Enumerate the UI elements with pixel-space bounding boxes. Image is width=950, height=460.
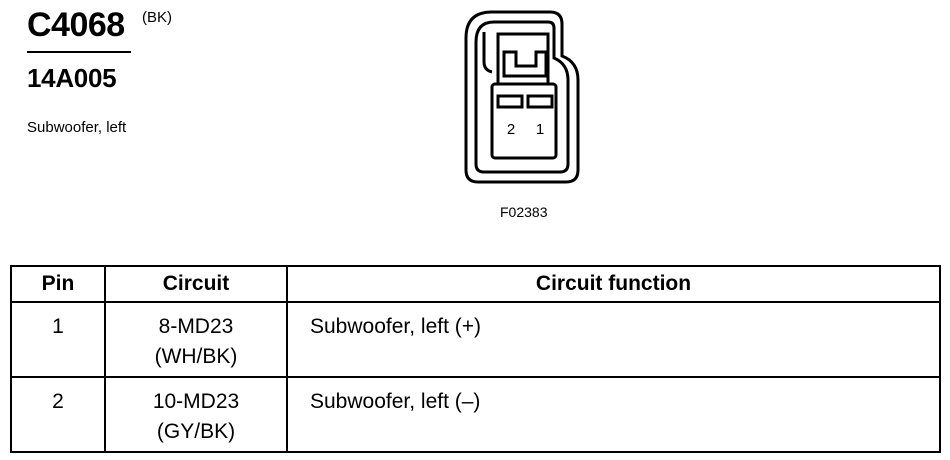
pin-cavity-body <box>490 82 558 160</box>
pin-1-label: 1 <box>536 121 544 138</box>
circuit-number: 8-MD23 <box>158 315 234 338</box>
pin-2-label: 2 <box>507 121 515 138</box>
pin-2-terminal <box>496 94 524 109</box>
circuit-function: Subwoofer, left (–) <box>286 376 941 453</box>
column-header-pin: Pin <box>10 265 106 303</box>
column-header-function: Circuit function <box>286 265 941 303</box>
latch <box>502 50 548 78</box>
column-header-circuit: Circuit <box>104 265 288 303</box>
pin-number: 2 <box>10 376 106 453</box>
connector-housing-outer <box>464 10 580 184</box>
connector-color: (BK) <box>142 9 172 26</box>
pin-table: Pin Circuit Circuit function 1 8-MD23 (W… <box>10 265 941 453</box>
circuit-cell: 8-MD23 (WH/BK) <box>104 301 288 378</box>
figure-id: F02383 <box>500 204 548 220</box>
circuit-function: Subwoofer, left (+) <box>286 301 941 378</box>
part-number: 14A005 <box>27 63 117 93</box>
wire-color: (WH/BK) <box>154 345 238 368</box>
connector-housing-inner <box>474 20 570 174</box>
table-row: 1 8-MD23 (WH/BK) Subwoofer, left (+) <box>10 301 941 378</box>
locking-tab <box>482 32 493 74</box>
pin-number: 1 <box>10 301 106 378</box>
component-name: Subwoofer, left <box>27 119 127 136</box>
connector-id: C4068 <box>27 6 125 44</box>
title-underline <box>27 51 131 53</box>
table-row: 2 10-MD23 (GY/BK) Subwoofer, left (–) <box>10 376 941 453</box>
connector-face-diagram: 2 1 <box>464 10 580 184</box>
wire-color: (GY/BK) <box>156 420 236 443</box>
circuit-number: 10-MD23 <box>152 390 240 413</box>
table-header-row: Pin Circuit Circuit function <box>10 265 941 303</box>
pin-1-terminal <box>526 94 554 109</box>
circuit-cell: 10-MD23 (GY/BK) <box>104 376 288 453</box>
